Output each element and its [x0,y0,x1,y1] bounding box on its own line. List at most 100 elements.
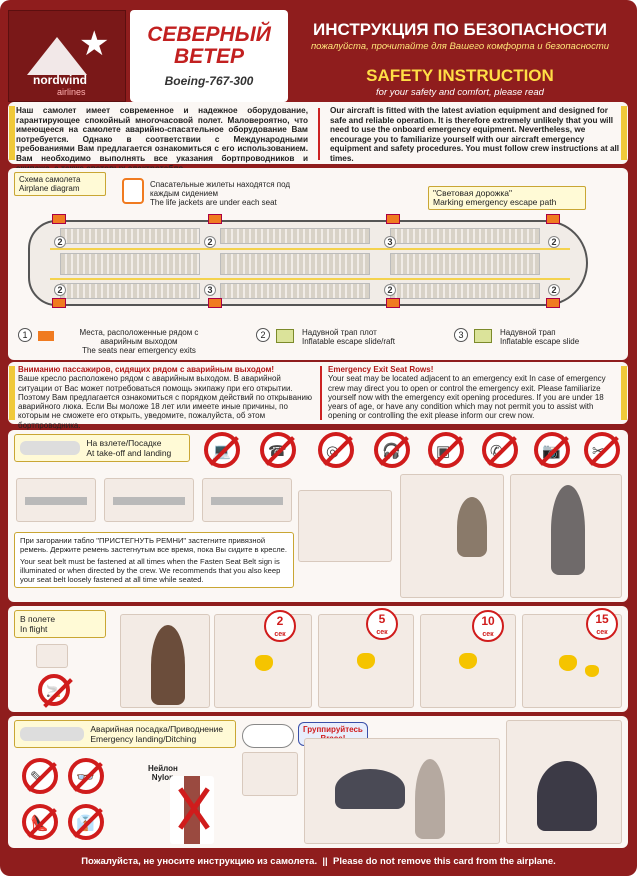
camera-prohibited-icon: 📷 [534,432,570,468]
glasses-prohibited-icon: 👓 [68,758,104,794]
legend-ru: Надувной трап [500,328,556,337]
life-jacket-ru: Спасательные жилеты находятся под каждым… [150,180,291,198]
brace-ru: Группируйтесь [303,725,363,734]
pen-prohibited-icon: ✎ [22,758,58,794]
exit-number: 2 [204,236,216,248]
high-heels-prohibited-icon: 👠 [22,804,58,840]
airline-name-line1: СЕВЕРНЫЙ [147,23,271,46]
passenger-figure [151,625,185,705]
seat-block [390,283,540,299]
smoking-prohibited-icon: 🚬 [38,674,70,706]
diagram-label-en: Airplane diagram [19,184,80,193]
escape-path-label: "Световая дорожка" Marking emergency esc… [428,186,586,210]
takeoff-label-text: На взлете/Посадке At take-off and landin… [86,438,171,458]
passenger-figure [415,759,445,839]
footer-ru: Пожалуйста, не уносите инструкцию из сам… [81,856,318,867]
emergency-exit-marker [386,298,400,308]
legend-item-2: 2 Надувной трап плот Inflatable escape s… [256,328,426,346]
passenger-figure [551,485,585,575]
timer-value: 10 [481,614,495,628]
legend-number: 1 [18,328,32,342]
tie-prohibited-icon: 👔 [68,804,104,840]
exit-number: 3 [384,236,396,248]
legend-en: Inflatable escape slide/raft [302,337,395,346]
oxygen-mask-icon [459,653,477,669]
emergency-exit-marker [546,298,560,308]
landing-label-ru: Аварийная посадка/Приводнение [90,724,224,734]
ditching-plane-icon [20,727,84,741]
legend-number: 3 [454,328,468,342]
brace-position-image [304,738,500,844]
belt-en: Your seat belt must be fastened at all t… [20,557,281,584]
takeoff-label-ru: На взлете/Посадке [86,438,162,448]
subtitle-en: for your safety and comfort, please read [376,87,544,98]
header: ★ nordwind airlines СЕВЕРНЫЙ ВЕТЕР Boein… [8,10,628,102]
nylon-en: Nylon [151,773,175,782]
exit-seat-head-ru: Вниманию пассажиров, сидящих рядом с ава… [18,365,275,374]
airline-title-box: СЕВЕРНЫЙ ВЕТЕР Boeing-767-300 [130,10,288,102]
takeoff-label: На взлете/Посадке At take-off and landin… [14,434,190,462]
title-en: SAFETY INSTRUCTION [366,66,554,85]
exit-number: 2 [548,236,560,248]
landing-label-text: Аварийная посадка/Приводнение Emergency … [90,724,223,744]
remove-shoes-image [242,752,298,796]
logo-wing-icon [27,37,87,75]
mobile-prohibited-icon: ✆ [482,432,518,468]
lavatory-icon [36,644,68,668]
fuselage [28,220,588,306]
escape-path-ru: "Световая дорожка" [433,188,513,198]
yellow-bar [621,366,627,420]
footer-separator: || [322,856,328,867]
timer-value: 5 [378,612,386,626]
star-icon: ★ [79,25,110,63]
passenger-seat-image [120,614,210,708]
timer-value: 15 [595,612,609,626]
oxygen-mask-icon [559,655,577,671]
legend-item-3: 3 Надувной трап Inflatable escape slide [454,328,624,346]
escape-path-en: Marking emergency escape path [433,197,557,207]
slide-icon [474,328,493,343]
emergency-exit-marker [208,298,222,308]
airline-name-line2: ВЕТЕР [173,45,244,68]
seat-block [60,253,200,275]
footer-en: Please do not remove this card from the … [332,856,556,867]
legend-text: Места, расположенные рядом с аварийным в… [64,328,214,355]
seat-block [220,283,370,299]
belt-fasten-image [16,478,96,522]
life-jacket-icon [122,178,144,204]
nylon-ru: Нейлон [148,764,178,773]
phone-prohibited-icon: ☎ [260,432,296,468]
legend-en: The seats near emergency exits [82,346,196,355]
seat-block [390,228,540,244]
exit-seat-icon [38,330,55,341]
divider [320,366,322,420]
belt-lock-image [104,478,194,522]
slide-raft-icon [276,328,295,343]
seat-block [60,283,200,299]
inflight-label: В полете In flight [14,610,106,638]
legend-ru: Надувной трап плот [302,328,377,337]
oxygen-mask-step-1 [214,614,312,708]
yellow-bar [621,106,627,160]
timer-unit: сек [274,631,286,638]
timer-badge: 10 сек [472,610,504,642]
timer-unit: сек [482,631,494,638]
seat-block [60,228,200,244]
oxygen-mask-step-2 [318,614,414,708]
inflight-label-ru: В полете [20,614,56,624]
escape-path-line [50,278,570,280]
exit-seat-head-en: Emergency Exit Seat Rows! [328,365,434,374]
takeoff-landing-panel: На взлете/Посадке At take-off and landin… [8,430,628,602]
belt-release-image [202,478,292,522]
timer-unit: сек [596,629,608,636]
shaver-prohibited-icon: ✂ [584,432,620,468]
yellow-bar [9,106,15,160]
exit-seat-body-ru: Ваше кресло расположено рядом с аварийны… [18,374,313,430]
inflight-label-en: In flight [20,624,48,634]
airline-logo: ★ nordwind airlines [8,10,126,102]
child-mask-icon [585,665,599,677]
exit-number: 2 [54,236,66,248]
belt-icon [211,497,283,505]
